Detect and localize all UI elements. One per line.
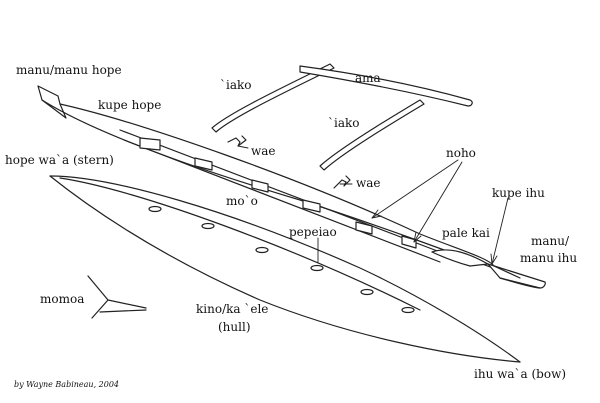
label-ihu-waa: ihu wa`a (bow) (474, 367, 567, 381)
wae-1-shape (227, 135, 247, 147)
seat-6 (401, 235, 417, 249)
label-manu-ihu-line2: manu ihu (520, 251, 578, 265)
stern-manu-shape (37, 85, 67, 119)
ama-shape (299, 65, 473, 107)
label-noho: noho (446, 146, 476, 160)
seat-5 (355, 221, 373, 235)
label-hope-waa: hope wa`a (stern) (5, 153, 114, 167)
label-kupe-ihu: kupe ihu (492, 186, 545, 200)
seat-1 (139, 137, 161, 151)
pepeiao-4 (310, 264, 324, 272)
iako-2-shape (319, 99, 425, 171)
label-momoa: momoa (40, 292, 85, 306)
momoa-shape (87, 275, 147, 319)
leader-lines (237, 145, 509, 265)
label-moo: mo`o (226, 194, 258, 208)
seat-4 (302, 199, 321, 213)
pepeiao-1 (148, 205, 162, 213)
pepeiao-6 (401, 306, 415, 314)
pepeiao-2 (201, 222, 215, 230)
pepeiao-3 (255, 246, 269, 254)
credit-text: by Wayne Babineau, 2004 (14, 380, 120, 389)
wae-2-shape (333, 175, 351, 189)
label-ama: ama (355, 71, 381, 85)
pale-kai-shape (431, 249, 489, 267)
iako-1-shape (211, 63, 335, 133)
pepeiao-5 (360, 288, 374, 296)
label-wae-2: wae (356, 176, 381, 190)
seat-3 (251, 179, 269, 193)
label-iako-1: `iako (220, 78, 252, 92)
iako-booms (211, 63, 425, 171)
label-manu-ihu-line1: manu/ (531, 234, 570, 248)
label-pale-kai: pale kai (442, 226, 490, 240)
label-kupe-hope: kupe hope (98, 98, 162, 112)
upper-canoe (37, 85, 546, 289)
label-pepeiao: pepeiao (289, 225, 337, 239)
seat-2 (194, 157, 213, 171)
label-kino-line1: kino/ka `ele (196, 302, 269, 316)
lower-hull (49, 175, 521, 363)
label-wae-1: wae (251, 144, 276, 158)
label-manu-hope: manu/manu hope (16, 63, 122, 77)
label-kino-line2: (hull) (218, 320, 251, 334)
label-iako-2: `iako (328, 116, 360, 130)
